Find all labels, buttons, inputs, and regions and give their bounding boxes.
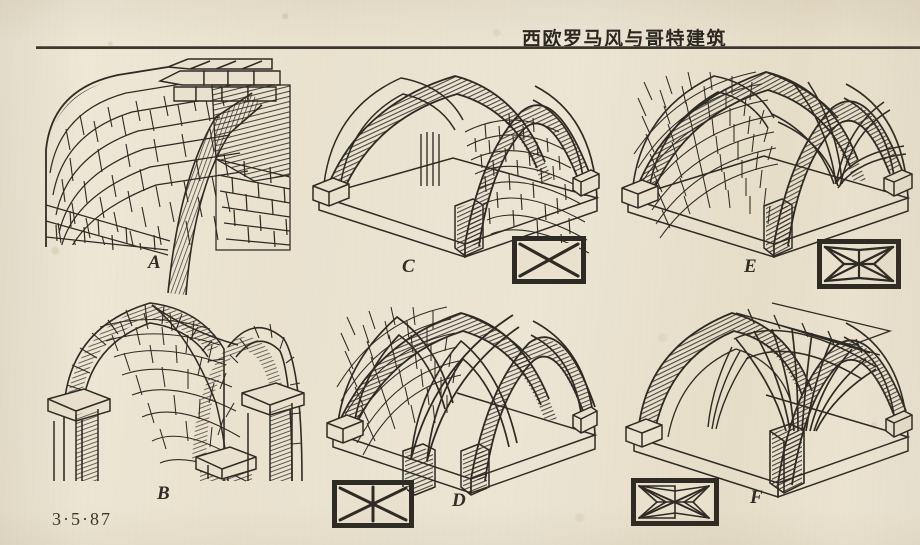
- figure-label-b: B: [157, 483, 170, 504]
- plan-diagram-c: [512, 236, 586, 284]
- figure-label-d: D: [452, 490, 466, 511]
- plan-diagram-d: [332, 480, 414, 528]
- plan-diagram-e: [817, 239, 901, 289]
- page-title: 西欧罗马风与哥特建筑: [522, 28, 728, 50]
- figure-b-groin-vault: [40, 283, 310, 482]
- figure-label-e: E: [744, 256, 757, 277]
- figure-label-f: F: [750, 487, 763, 508]
- figure-d-sexpartite-vault: [305, 303, 598, 496]
- figure-label-a: A: [148, 252, 161, 273]
- figure-a-barrel-vault: [40, 55, 291, 296]
- plan-diagram-f: [631, 478, 719, 526]
- header-rule: [36, 46, 920, 49]
- figure-f-fan-vault: [612, 302, 913, 499]
- figure-e-tierceron-vault: [621, 58, 914, 259]
- figure-c-rib-vault: [305, 58, 600, 259]
- figure-label-c: C: [402, 256, 415, 277]
- page-number: 3·5·87: [52, 509, 112, 529]
